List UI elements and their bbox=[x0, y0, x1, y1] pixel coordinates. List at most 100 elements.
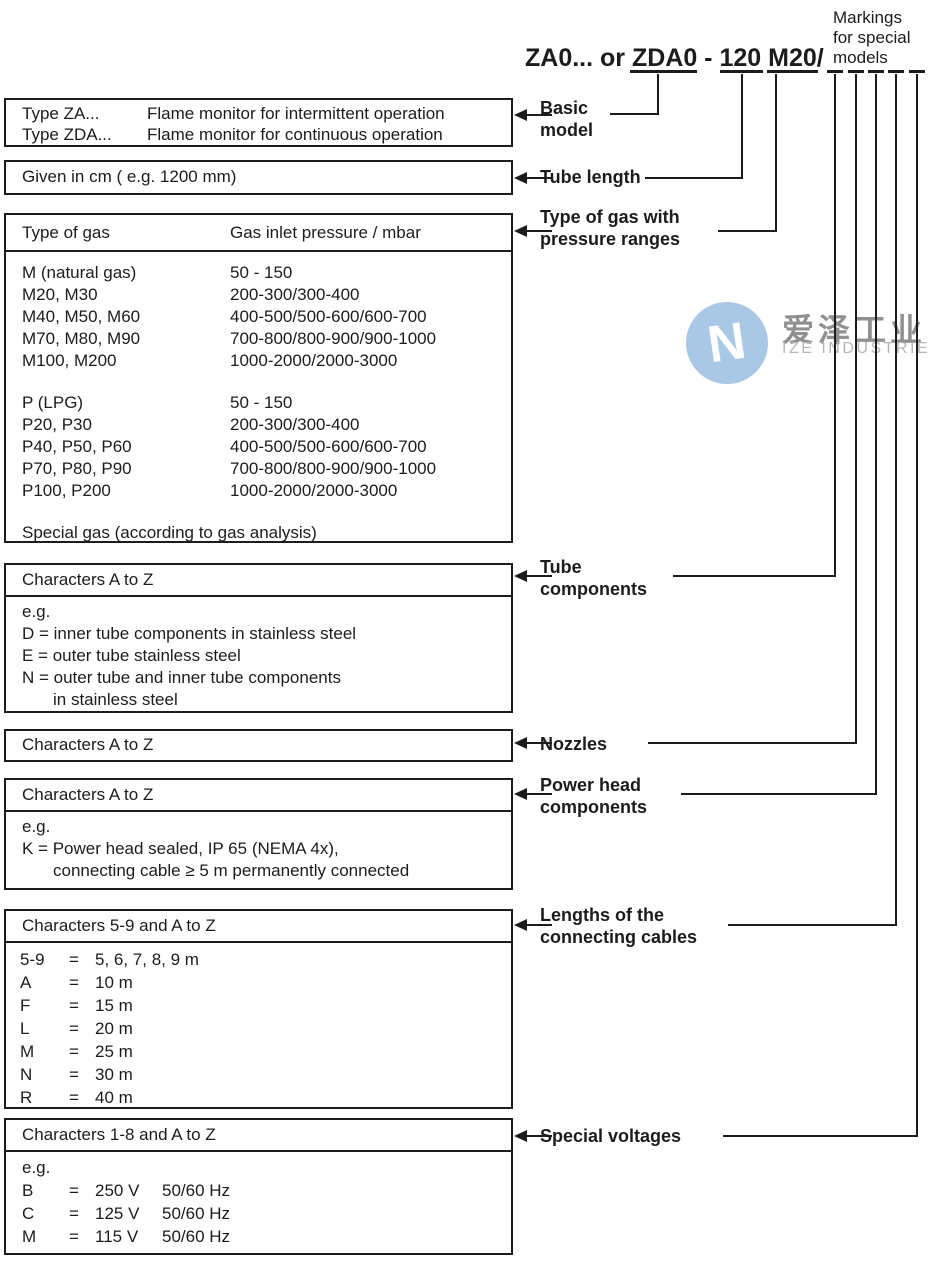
table-row: R=40 m bbox=[20, 1086, 505, 1109]
underline-m20 bbox=[767, 70, 818, 73]
eg-label: e.g. bbox=[22, 602, 51, 621]
table-row: M (natural gas)50 - 150 bbox=[22, 262, 505, 284]
box-header: Characters A to Z bbox=[6, 565, 511, 597]
label-line: Special voltages bbox=[540, 1126, 682, 1146]
connector-voltages bbox=[723, 1135, 918, 1137]
arrow-nozzles-icon bbox=[514, 737, 527, 749]
gas-cell: M70, M80, M90 bbox=[22, 329, 141, 348]
special-gas-note: Special gas (according to gas analysis) bbox=[22, 523, 317, 542]
arrow-tube-length-icon bbox=[514, 172, 527, 184]
box-header: Characters A to Z bbox=[6, 780, 511, 812]
label-line: model bbox=[540, 120, 594, 140]
arrow-nozzles-icon bbox=[526, 742, 552, 744]
value-cell: 25 m bbox=[95, 1042, 133, 1061]
arrow-basic-model-icon bbox=[514, 109, 527, 121]
box-power-head: Characters A to Z e.g. K = Power head se… bbox=[4, 778, 513, 890]
pressure-col-header: Gas inlet pressure / mbar bbox=[230, 223, 421, 242]
pressure-cell: 700-800/800-900/900-1000 bbox=[230, 459, 437, 478]
connector-gas bbox=[718, 230, 777, 232]
box-tube-length: Given in cm ( e.g. 1200 mm) bbox=[4, 160, 513, 195]
pressure-cell: 200-300/300-400 bbox=[230, 285, 360, 304]
voltage-cell: 115 V bbox=[95, 1227, 139, 1246]
underline-120 bbox=[720, 70, 763, 73]
table-row: P70, P80, P90 700-800/800-900/900-1000 bbox=[22, 458, 505, 480]
label-gas: Type of gas with pressure ranges bbox=[540, 206, 680, 250]
equals-sign: = bbox=[69, 950, 79, 969]
table-row: M70, M80, M90 700-800/800-900/900-1000 bbox=[22, 328, 505, 350]
equals-sign: = bbox=[69, 1065, 79, 1084]
table-row: M20, M30 200-300/300-400 bbox=[22, 284, 505, 306]
freq-cell: 50/60 Hz bbox=[162, 1181, 231, 1200]
table-row: M = 25 m bbox=[20, 1040, 505, 1063]
pressure-cell: 50 - 150 bbox=[230, 263, 293, 282]
label-line: pressure ranges bbox=[540, 229, 681, 249]
table-row: A=10 m bbox=[20, 971, 505, 994]
value-cell: 15 m bbox=[95, 996, 133, 1015]
connector-nozzles bbox=[648, 742, 857, 744]
markings-note: Markings for special models bbox=[833, 8, 910, 68]
tube-length-text: Given in cm ( e.g. 1200 mm) bbox=[22, 167, 237, 186]
connector-tube-length bbox=[741, 74, 743, 179]
gas-cell: P100, P200 bbox=[22, 481, 111, 500]
label-cables: Lengths of the connecting cables bbox=[540, 904, 697, 948]
table-row: Type ZDA... Flame monitor for continuous… bbox=[22, 124, 505, 145]
table-row: N=30 m bbox=[20, 1063, 505, 1086]
arrow-basic-model-icon bbox=[526, 114, 552, 116]
code-cell: M bbox=[22, 1227, 37, 1246]
eg-label: e.g. bbox=[22, 817, 51, 836]
label-line: Tube length bbox=[540, 167, 641, 187]
value-cell: 40 m bbox=[95, 1088, 133, 1107]
equals-sign: = bbox=[69, 1042, 79, 1061]
equals-sign: = bbox=[69, 1227, 79, 1246]
box-nozzles: Characters A to Z bbox=[4, 729, 513, 762]
marking-tick bbox=[868, 70, 884, 73]
eg-label: e.g. bbox=[22, 1158, 51, 1177]
label-voltages: Special voltages bbox=[540, 1125, 681, 1147]
model-code: ZA0... or ZDA0 - 120 M20/ bbox=[525, 44, 824, 72]
code-cell: F bbox=[20, 996, 31, 1015]
pressure-cell: 1000-2000/2000-3000 bbox=[230, 351, 398, 370]
type-cell: Type ZDA... bbox=[22, 125, 112, 144]
ize-logo-glyph: N bbox=[704, 311, 750, 375]
ize-logo-icon: N bbox=[686, 302, 768, 384]
label-line: connecting cables bbox=[540, 927, 698, 947]
table-row: L=20 m bbox=[20, 1017, 505, 1040]
gas-cell: M100, M200 bbox=[22, 351, 117, 370]
code-cell: N bbox=[20, 1065, 33, 1084]
table-row: P (LPG) 50 - 150 bbox=[22, 392, 505, 414]
box-header: Characters A to Z bbox=[22, 735, 154, 754]
label-line: components bbox=[540, 797, 648, 817]
label-tube-components: Tube components bbox=[540, 556, 647, 600]
pressure-cell: 700-800/800-900/900-1000 bbox=[230, 329, 437, 348]
gas-cell: P (LPG) bbox=[22, 393, 84, 412]
box-tube-components: Characters A to Z e.g. D = inner tube co… bbox=[4, 563, 513, 713]
marking-line-2 bbox=[855, 74, 857, 744]
desc-cell: Flame monitor for continuous operation bbox=[147, 125, 443, 144]
gas-cell: P70, P80, P90 bbox=[22, 459, 132, 478]
table-row: F = 15 m bbox=[20, 994, 505, 1017]
pressure-cell: 50 - 150 bbox=[230, 393, 293, 412]
markings-note-line: for special bbox=[833, 28, 911, 47]
arrow-gas-icon bbox=[514, 225, 527, 237]
desc-cell: Flame monitor for intermittent operation bbox=[147, 104, 445, 123]
arrow-cables-icon bbox=[514, 919, 527, 931]
marking-tick bbox=[827, 70, 843, 73]
equals-sign: = bbox=[69, 996, 79, 1015]
connector-cables bbox=[728, 924, 897, 926]
connector-basic-model bbox=[610, 113, 659, 115]
equals-sign: = bbox=[69, 1019, 79, 1038]
label-line: Type of gas with bbox=[540, 207, 680, 227]
arrow-tube-components-icon bbox=[514, 570, 527, 582]
arrow-tube-length-icon bbox=[526, 177, 552, 179]
gas-cell: M20, M30 bbox=[22, 285, 98, 304]
table-row: 5-9=5, 6, 7, 8, 9 m bbox=[20, 948, 505, 971]
table-row: Type ZA... Flame monitor for intermitten… bbox=[22, 103, 505, 124]
arrow-cables-icon bbox=[526, 924, 552, 926]
connector-basic-model bbox=[657, 74, 659, 115]
code-cell: M bbox=[20, 1042, 35, 1061]
marking-line-4 bbox=[895, 74, 897, 926]
